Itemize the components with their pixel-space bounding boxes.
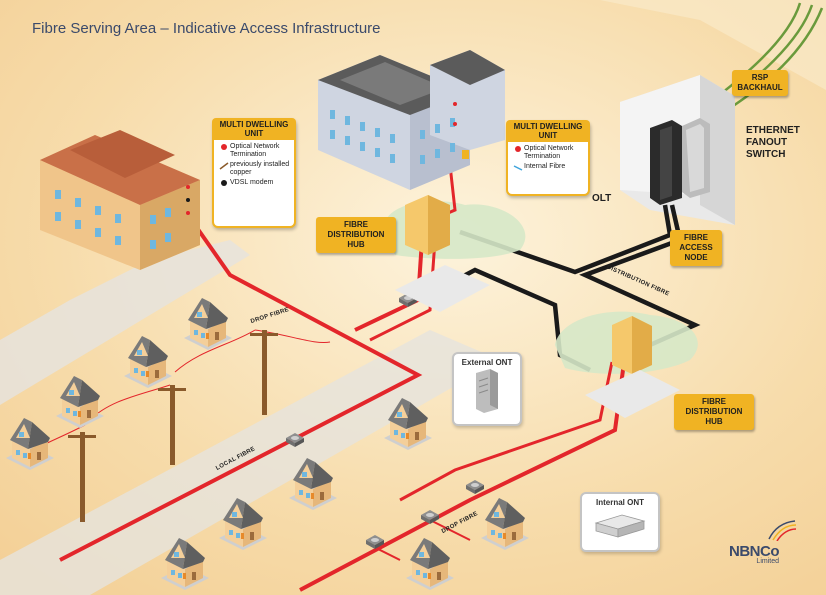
- blue-line-icon: [513, 165, 523, 171]
- fibre-access-node-label: FIBRE ACCESS NODE: [670, 230, 722, 266]
- nbnco-logo-mark-icon: [768, 520, 797, 541]
- legend-row-ont: Optical Network Termination: [218, 143, 290, 159]
- mdu-right-header: MULTI DWELLING UNIT: [506, 120, 590, 142]
- legend-label-ont: Optical Network Termination: [230, 143, 280, 158]
- fdh-lower-label: FIBRE DISTRIBUTION HUB: [674, 394, 754, 430]
- legend-row-internal-fibre: Internal Fibre: [512, 163, 584, 172]
- copper-line-icon: [219, 162, 229, 170]
- red-dot-icon: [515, 146, 521, 152]
- mdu-left-header: MULTI DWELLING UNIT: [212, 118, 296, 140]
- internal-ont-callout: Internal ONT: [580, 492, 660, 552]
- fdh-upper-label: FIBRE DISTRIBUTION HUB: [316, 217, 396, 253]
- external-ont-device-icon: [476, 369, 498, 413]
- olt-label: OLT: [592, 193, 612, 204]
- legend-label-ont-right: Optical Network Termination: [524, 145, 574, 160]
- internal-ont-device-icon: [594, 514, 646, 538]
- black-dot-icon: [221, 180, 227, 186]
- legend-label-internal-fibre: Internal Fibre: [524, 163, 566, 170]
- legend-row-vdsl: VDSL modem: [218, 179, 290, 187]
- legend-row-copper: previously installed copper: [218, 161, 290, 177]
- mdu-right-callout: MULTI DWELLING UNIT Optical Network Term…: [506, 120, 590, 196]
- legend-label-vdsl: VDSL modem: [230, 179, 274, 186]
- external-ont-callout: External ONT: [452, 352, 522, 426]
- ethernet-fanout-switch-label: ETHERNET FANOUT SWITCH: [746, 125, 800, 160]
- red-dot-icon: [221, 144, 227, 150]
- internal-ont-label: Internal ONT: [595, 498, 644, 507]
- rsp-backhaul-label: RSP BACKHAUL: [732, 70, 788, 96]
- nbnco-logo-text: NBNCo: [729, 543, 780, 560]
- legend-row-ont-right: Optical Network Termination: [512, 145, 584, 161]
- mdu-left-callout: MULTI DWELLING UNIT Optical Network Term…: [212, 118, 296, 228]
- nbnco-logo-subtext: Limited: [756, 558, 779, 565]
- legend-label-copper: previously installed copper: [230, 161, 290, 176]
- external-ont-label: External ONT: [461, 358, 513, 367]
- nbnco-logo: NBNCo Limited: [729, 520, 797, 565]
- diagram-title: Fibre Serving Area – Indicative Access I…: [32, 20, 381, 37]
